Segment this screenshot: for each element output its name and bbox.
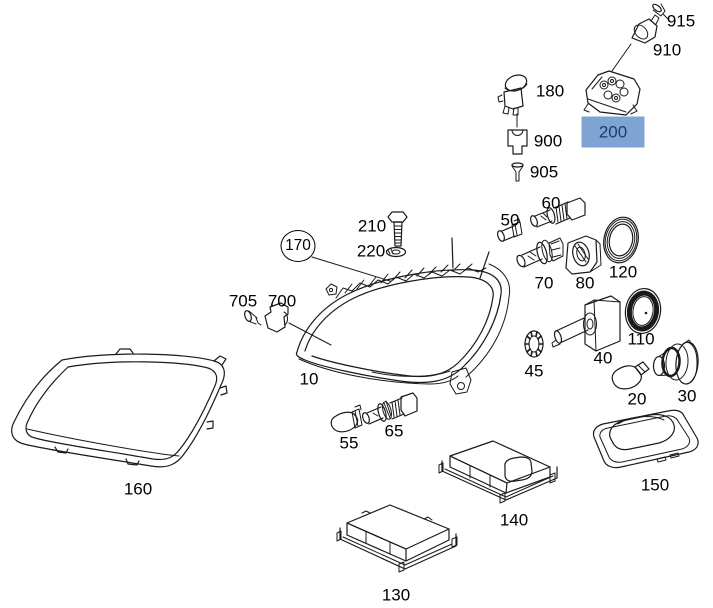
part-200-drawing xyxy=(584,71,640,115)
part-140-drawing xyxy=(439,441,557,503)
part-905-drawing xyxy=(512,163,523,181)
part-label-10[interactable]: 10 xyxy=(299,369,319,389)
part-label-160[interactable]: 160 xyxy=(123,479,153,499)
part-label-700[interactable]: 700 xyxy=(267,291,297,311)
part-70-drawing xyxy=(515,238,563,268)
part-label-910[interactable]: 910 xyxy=(652,40,682,60)
part-label-210[interactable]: 210 xyxy=(357,216,387,236)
part-label-200[interactable]: 200 xyxy=(581,116,645,148)
part-label-80[interactable]: 80 xyxy=(575,273,595,293)
part-label-65[interactable]: 65 xyxy=(384,421,404,441)
part-220-drawing xyxy=(387,248,406,257)
part-label-30[interactable]: 30 xyxy=(677,386,697,406)
part-10-drawing xyxy=(289,238,510,394)
part-label-20[interactable]: 20 xyxy=(627,389,647,409)
part-50-drawing xyxy=(496,219,522,242)
part-900-drawing xyxy=(508,130,527,154)
part-180-drawing xyxy=(498,72,529,115)
part-55-drawing xyxy=(331,405,362,432)
part-705-drawing xyxy=(243,310,261,325)
part-label-60[interactable]: 60 xyxy=(541,193,561,213)
part-label-130[interactable]: 130 xyxy=(381,585,411,605)
part-label-140[interactable]: 140 xyxy=(499,510,529,530)
part-label-220[interactable]: 220 xyxy=(356,241,386,261)
part-60-drawing xyxy=(529,198,585,227)
part-910-drawing xyxy=(612,15,659,71)
part-label-45[interactable]: 45 xyxy=(524,361,544,381)
part-label-905[interactable]: 905 xyxy=(529,162,559,182)
part-label-705[interactable]: 705 xyxy=(228,291,258,311)
part-150-drawing xyxy=(593,410,698,467)
part-45-drawing xyxy=(525,331,543,357)
part-label-55[interactable]: 55 xyxy=(339,433,359,453)
part-label-170[interactable]: 170 xyxy=(280,230,316,262)
part-label-120[interactable]: 120 xyxy=(608,262,638,282)
part-80-drawing xyxy=(566,236,601,274)
part-160-drawing xyxy=(12,349,227,467)
part-label-150[interactable]: 150 xyxy=(640,475,670,495)
part-700-drawing xyxy=(265,303,288,332)
part-40-drawing xyxy=(552,296,620,351)
part-label-900[interactable]: 900 xyxy=(533,131,563,151)
part-120-drawing xyxy=(600,214,643,266)
part-210-drawing xyxy=(388,212,407,246)
part-label-915[interactable]: 915 xyxy=(666,11,696,31)
part-110-drawing xyxy=(623,286,664,335)
part-label-50[interactable]: 50 xyxy=(500,210,520,230)
part-130-drawing xyxy=(337,505,457,572)
part-label-180[interactable]: 180 xyxy=(535,81,565,101)
part-30-drawing xyxy=(654,340,700,385)
part-label-70[interactable]: 70 xyxy=(534,273,554,293)
part-label-110[interactable]: 110 xyxy=(627,329,655,349)
part-915-drawing xyxy=(652,3,668,19)
part-20-drawing xyxy=(612,362,649,389)
part-label-40[interactable]: 40 xyxy=(593,348,613,368)
part-65-drawing xyxy=(361,393,417,424)
